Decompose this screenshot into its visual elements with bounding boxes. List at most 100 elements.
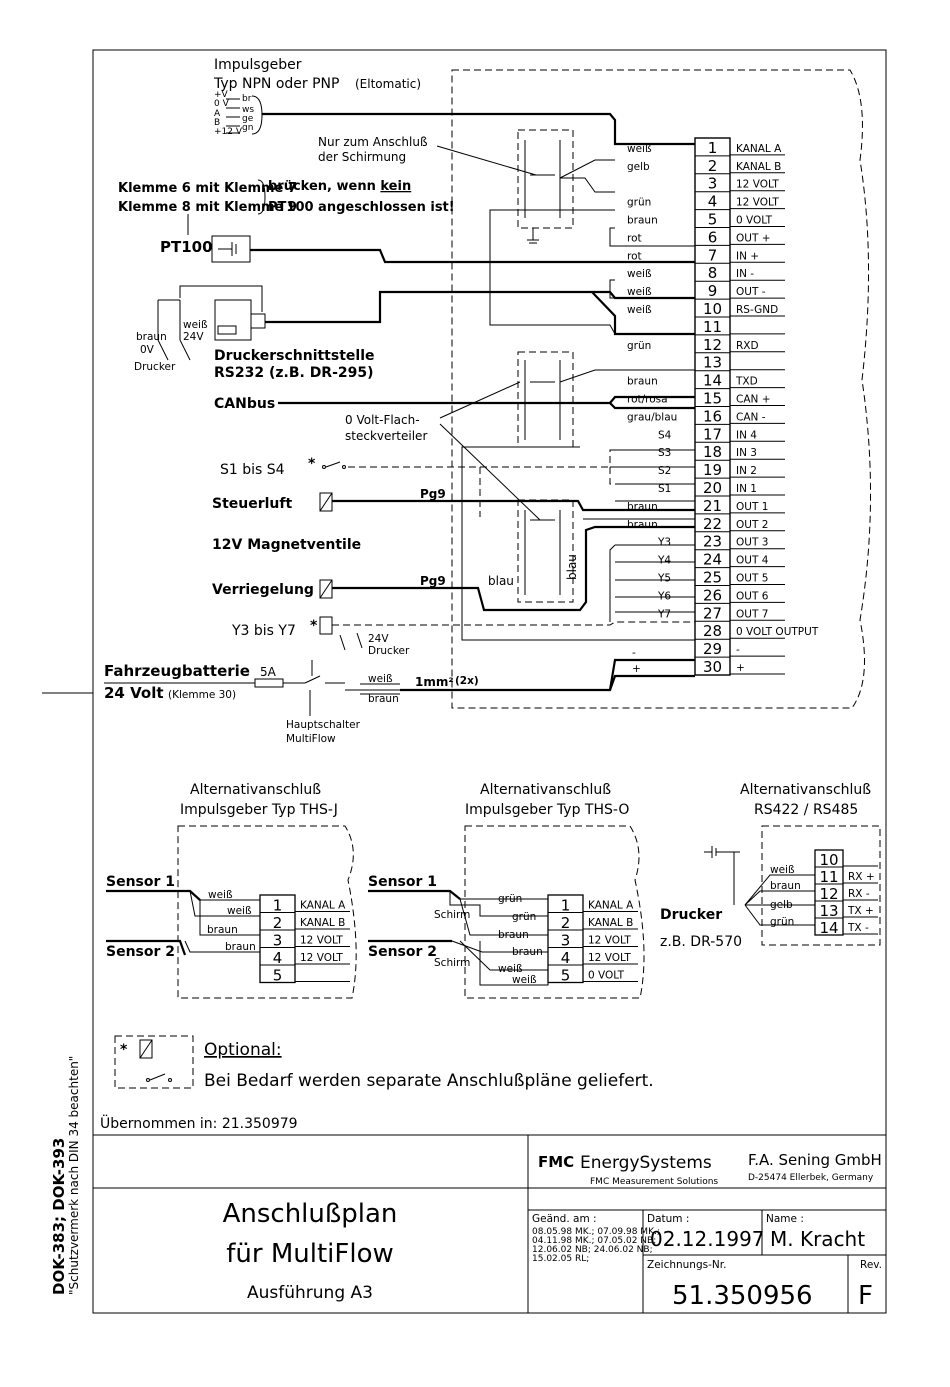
block-right-label: RX + bbox=[848, 871, 875, 883]
v24-drucker-1: 24V bbox=[368, 633, 389, 645]
rev-label: Rev. bbox=[860, 1259, 882, 1271]
alt-thso-housing bbox=[464, 825, 645, 999]
pt100-label: PT100 bbox=[160, 238, 213, 256]
impulsgeber-title: Impulsgeber bbox=[214, 57, 302, 73]
terminal-left-label: weiß bbox=[627, 268, 652, 280]
cable-size: 1mm² bbox=[415, 675, 454, 689]
drucker-interface-2: RS232 (z.B. DR-295) bbox=[214, 365, 374, 381]
block-number: 13 bbox=[819, 902, 838, 920]
impulsgeber-type: Typ NPN oder PNP bbox=[213, 76, 339, 92]
terminal-right-label: 12 VOLT bbox=[736, 197, 779, 209]
block-number: 10 bbox=[819, 851, 838, 869]
terminal-number: 8 bbox=[708, 264, 718, 282]
firm-address: D-25474 Ellerbek, Germany bbox=[748, 1173, 874, 1183]
pt100-bridge-1: brücken, wenn kein bbox=[268, 179, 411, 194]
block-number: 5 bbox=[273, 967, 283, 985]
terminal-right-label: CAN + bbox=[736, 394, 771, 406]
svg-text:+12 V: +12 V bbox=[214, 127, 243, 137]
block-number: 1 bbox=[561, 897, 571, 915]
impulsgeber-suffix: (Eltomatic) bbox=[355, 77, 421, 91]
schirmung-note-1: Nur zum Anschluß bbox=[318, 135, 428, 149]
alt-thsj-sensor2: Sensor 2 bbox=[106, 944, 175, 960]
alt-rs-title1: Alternativanschluß bbox=[740, 782, 871, 798]
block-outline bbox=[814, 849, 844, 936]
alt-thsj-sensor1: Sensor 1 bbox=[106, 874, 175, 890]
alt-thso-title1: Alternativanschluß bbox=[480, 782, 611, 798]
canbus-label: CANbus bbox=[214, 396, 275, 412]
y3y7-label: Y3 bis Y7 bbox=[231, 623, 296, 639]
zeichnung-value: 51.350956 bbox=[672, 1281, 813, 1311]
alt-thso-wire-6: weiß bbox=[512, 974, 537, 986]
steuerluft-label: Steuerluft bbox=[212, 496, 292, 512]
terminal-left-label: Y4 bbox=[657, 555, 671, 567]
block-number: 3 bbox=[561, 932, 571, 950]
block-number: 12 bbox=[819, 885, 838, 903]
terminal-right-label: IN - bbox=[736, 268, 754, 280]
zeichnung-label: Zeichnungs-Nr. bbox=[647, 1259, 726, 1271]
alt-thsj-wire-3: braun bbox=[207, 924, 238, 936]
svg-text:0 V: 0 V bbox=[214, 99, 230, 109]
legend-box bbox=[114, 1035, 194, 1089]
terminal-number: 14 bbox=[703, 372, 722, 390]
block-outline bbox=[547, 894, 584, 984]
block-number: 4 bbox=[273, 949, 283, 967]
alt-thso-wire-1: grün bbox=[498, 893, 522, 905]
terminal-left-label: Y6 bbox=[657, 590, 671, 602]
block-right-label: KANAL B bbox=[588, 917, 633, 929]
terminal-left-label: braun bbox=[627, 215, 658, 227]
block-number: 1 bbox=[273, 897, 283, 915]
terminal-left-label: Y5 bbox=[657, 573, 671, 585]
side-text-1: DOK-383; DOK-393 bbox=[50, 1138, 68, 1295]
terminal-right-label: OUT - bbox=[736, 286, 766, 298]
terminal-right-label: 0 VOLT bbox=[736, 215, 773, 227]
terminal-number: 13 bbox=[703, 354, 722, 372]
fahrzeug-line2: 24 Volt bbox=[104, 684, 164, 702]
block-number: 11 bbox=[819, 868, 838, 886]
rs-ground-icon bbox=[704, 846, 740, 905]
flachstecker-mid bbox=[517, 351, 574, 448]
svg-text:+: + bbox=[632, 663, 641, 675]
svg-text:B: B bbox=[214, 118, 220, 128]
terminal-left-label: grün bbox=[627, 340, 651, 352]
alt-thso-sensor1: Sensor 1 bbox=[368, 874, 437, 890]
side-text-2: "Schutzvermerk nach DIN 34 beachten" bbox=[67, 1056, 81, 1295]
hauptschalter-1: Hauptschalter bbox=[286, 719, 361, 731]
terminal-right-label: OUT 6 bbox=[736, 590, 769, 602]
geaend-line-3: 12.06.02 NB; 24.06.02 NB; bbox=[532, 1245, 653, 1255]
pg9-top: Pg9 bbox=[420, 487, 446, 501]
terminal-number: 7 bbox=[708, 246, 718, 264]
drucker-interface-1: Druckerschnittstelle bbox=[214, 348, 375, 364]
block-right-label: 12 VOLT bbox=[588, 952, 631, 964]
terminal-right-label: OUT + bbox=[736, 232, 771, 244]
geaend-line-4: 15.02.05 RL; bbox=[532, 1254, 589, 1264]
alt-thso-wire-3: braun bbox=[498, 929, 529, 941]
terminal-left-label: braun bbox=[627, 376, 658, 388]
datum-label: Datum : bbox=[647, 1213, 689, 1225]
terminal-number: 24 bbox=[703, 551, 722, 569]
impulsgeber-connector: +V 0 V A B +12 V br ws ge gn bbox=[214, 90, 263, 137]
terminal-left-label: weiß bbox=[627, 286, 652, 298]
terminal-right-label: OUT 7 bbox=[736, 608, 768, 620]
uebernommen: Übernommen in: 21.350979 bbox=[100, 1114, 298, 1132]
fuse-label: 5A bbox=[260, 665, 277, 679]
alt-thsj-wire-2: weiß bbox=[227, 905, 252, 917]
alt-rs-model: z.B. DR-570 bbox=[660, 934, 742, 950]
plan-title-1: Anschlußplan bbox=[223, 1199, 398, 1229]
v24-drucker-2: Drucker bbox=[368, 645, 410, 657]
terminal-number: 29 bbox=[703, 640, 722, 658]
blau-label-h: blau bbox=[488, 574, 514, 588]
terminal-right-label: CAN - bbox=[736, 411, 766, 423]
s1s4-label: S1 bis S4 bbox=[220, 462, 285, 478]
terminal-number: 23 bbox=[703, 533, 722, 551]
block-number: 14 bbox=[819, 919, 838, 937]
drucker-weiss: weiß bbox=[183, 319, 208, 331]
terminal-number: 16 bbox=[703, 407, 722, 425]
block-number: 4 bbox=[561, 949, 571, 967]
flachstecker-label-2: steckverteiler bbox=[345, 429, 427, 443]
alt-rs-title2: RS422 / RS485 bbox=[754, 802, 858, 818]
terminal-number: 9 bbox=[708, 282, 718, 300]
drucker-24v: 24V bbox=[183, 331, 204, 343]
geaend-line-1: 08.05.98 MK.; 07.09.98 MK.; bbox=[532, 1227, 660, 1237]
